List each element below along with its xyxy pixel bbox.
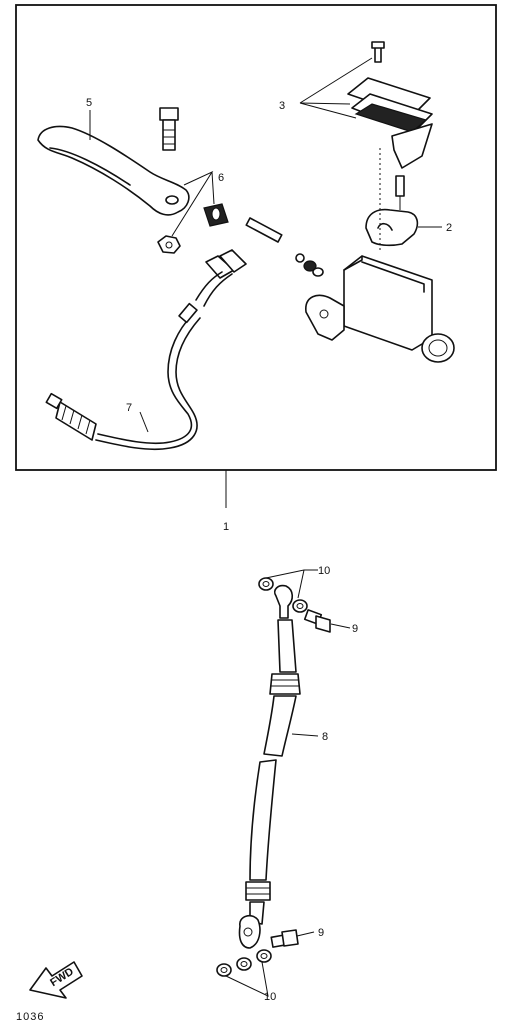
gasket-bottom-1 xyxy=(216,963,232,977)
callout-union-bolt-top: 9 xyxy=(352,623,358,635)
callout-switch: 7 xyxy=(126,402,132,414)
callout-cap-set: 3 xyxy=(279,100,285,112)
piston-kit xyxy=(245,217,324,277)
pivot-nut xyxy=(157,235,181,254)
union-bolt-top xyxy=(303,609,331,633)
callout-lever: 5 xyxy=(86,97,92,109)
callout-gasket-top: 10 xyxy=(318,565,330,577)
gasket-bottom-3 xyxy=(256,949,272,963)
callout-gasket-bottom: 10 xyxy=(264,991,276,1003)
union-bolt-bottom xyxy=(270,929,299,948)
holder xyxy=(365,175,419,247)
assembly-frame xyxy=(15,4,497,471)
master-cylinder xyxy=(305,255,455,363)
brake-switch xyxy=(45,249,247,451)
callout-union-bolt-bottom: 9 xyxy=(318,927,324,939)
gasket-top-2 xyxy=(292,599,308,613)
callout-holder: 2 xyxy=(446,222,452,234)
pivot-bolt xyxy=(159,107,179,151)
bushing xyxy=(203,203,229,227)
gasket-top-1 xyxy=(258,577,274,591)
callout-assembly: 1 xyxy=(223,521,229,533)
brake-hose xyxy=(238,584,301,949)
brake-lever xyxy=(37,125,190,216)
callout-hose: 8 xyxy=(322,731,328,743)
reservoir-cap-set xyxy=(347,41,433,169)
gasket-bottom-2 xyxy=(236,957,252,971)
fwd-direction-arrow xyxy=(29,961,83,999)
corner-mark: 1036 xyxy=(16,1011,44,1023)
callout-bolt-nut: 6 xyxy=(218,172,224,184)
